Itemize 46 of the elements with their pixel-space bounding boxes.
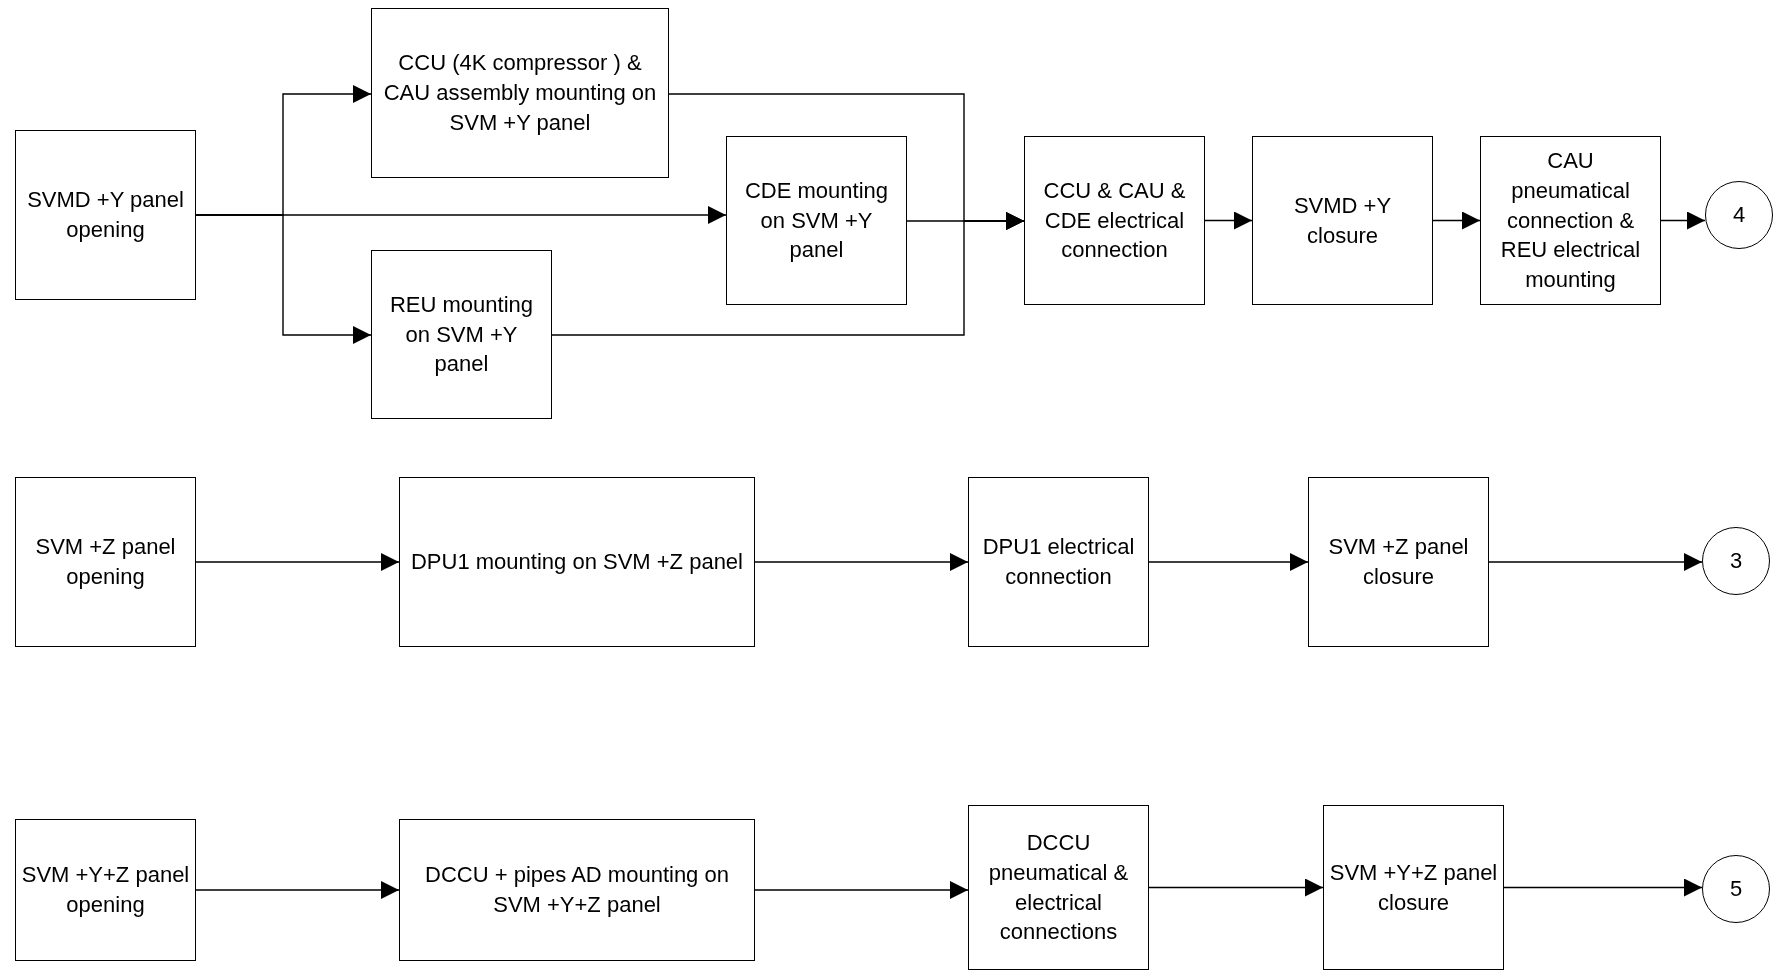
step-text: SVMD +Y panel opening — [26, 186, 185, 244]
process-box — [399, 819, 755, 961]
step-text: CAU pneumatical connection & REU electrical mounting — [1499, 146, 1642, 295]
arrow — [1148, 553, 1309, 571]
arrow — [195, 881, 400, 899]
step-text: SVM +Z panel opening — [34, 533, 177, 591]
step-text: DPU1 electrical connection — [981, 533, 1136, 591]
process-box — [726, 136, 907, 305]
step-text: REU mounting on SVM +Y panel — [388, 290, 535, 379]
step-text: SVMD +Y closure — [1292, 191, 1393, 250]
process-box — [968, 477, 1149, 647]
step-text: CCU & CAU & CDE electrical connection — [1042, 176, 1187, 265]
process-box — [1480, 136, 1661, 305]
connector-number: 3 — [1728, 547, 1744, 576]
process-box — [15, 130, 196, 300]
step-text: CCU (4K compressor ) & CAU assembly mounting on SVM +Y panel — [382, 49, 658, 137]
arrow — [754, 553, 969, 571]
arrow — [1204, 211, 1253, 230]
arrow — [1488, 553, 1703, 571]
arrow — [1660, 211, 1706, 230]
arrow — [551, 212, 1025, 336]
step-text: DCCU pneumatical & electrical connections — [987, 828, 1130, 947]
process-box — [968, 805, 1149, 970]
process-box — [1252, 136, 1433, 305]
process-box — [1024, 136, 1205, 305]
step-text: SVM +Y+Z panel opening — [20, 861, 191, 919]
step-text: DPU1 mounting on SVM +Z panel — [410, 548, 744, 577]
step-text: CDE mounting on SVM +Y panel — [743, 176, 890, 265]
step-text: DCCU + pipes AD mounting on SVM +Y+Z panel — [424, 861, 730, 919]
process-box — [399, 477, 755, 647]
process-box — [371, 8, 669, 178]
arrow — [754, 881, 969, 899]
arrow — [195, 214, 372, 344]
arrow — [1432, 211, 1481, 230]
step-text: SVM +Y+Z panel closure — [1328, 858, 1499, 917]
arrow — [1148, 878, 1324, 897]
process-box — [371, 250, 552, 419]
process-box — [1323, 805, 1504, 970]
process-box — [15, 819, 196, 961]
process-box — [1308, 477, 1489, 647]
connector-number: 4 — [1731, 201, 1747, 230]
process-box — [15, 477, 196, 647]
arrow — [1503, 878, 1703, 897]
arrow — [195, 553, 400, 571]
connector-number: 5 — [1728, 875, 1744, 904]
step-text: SVM +Z panel closure — [1327, 533, 1470, 591]
